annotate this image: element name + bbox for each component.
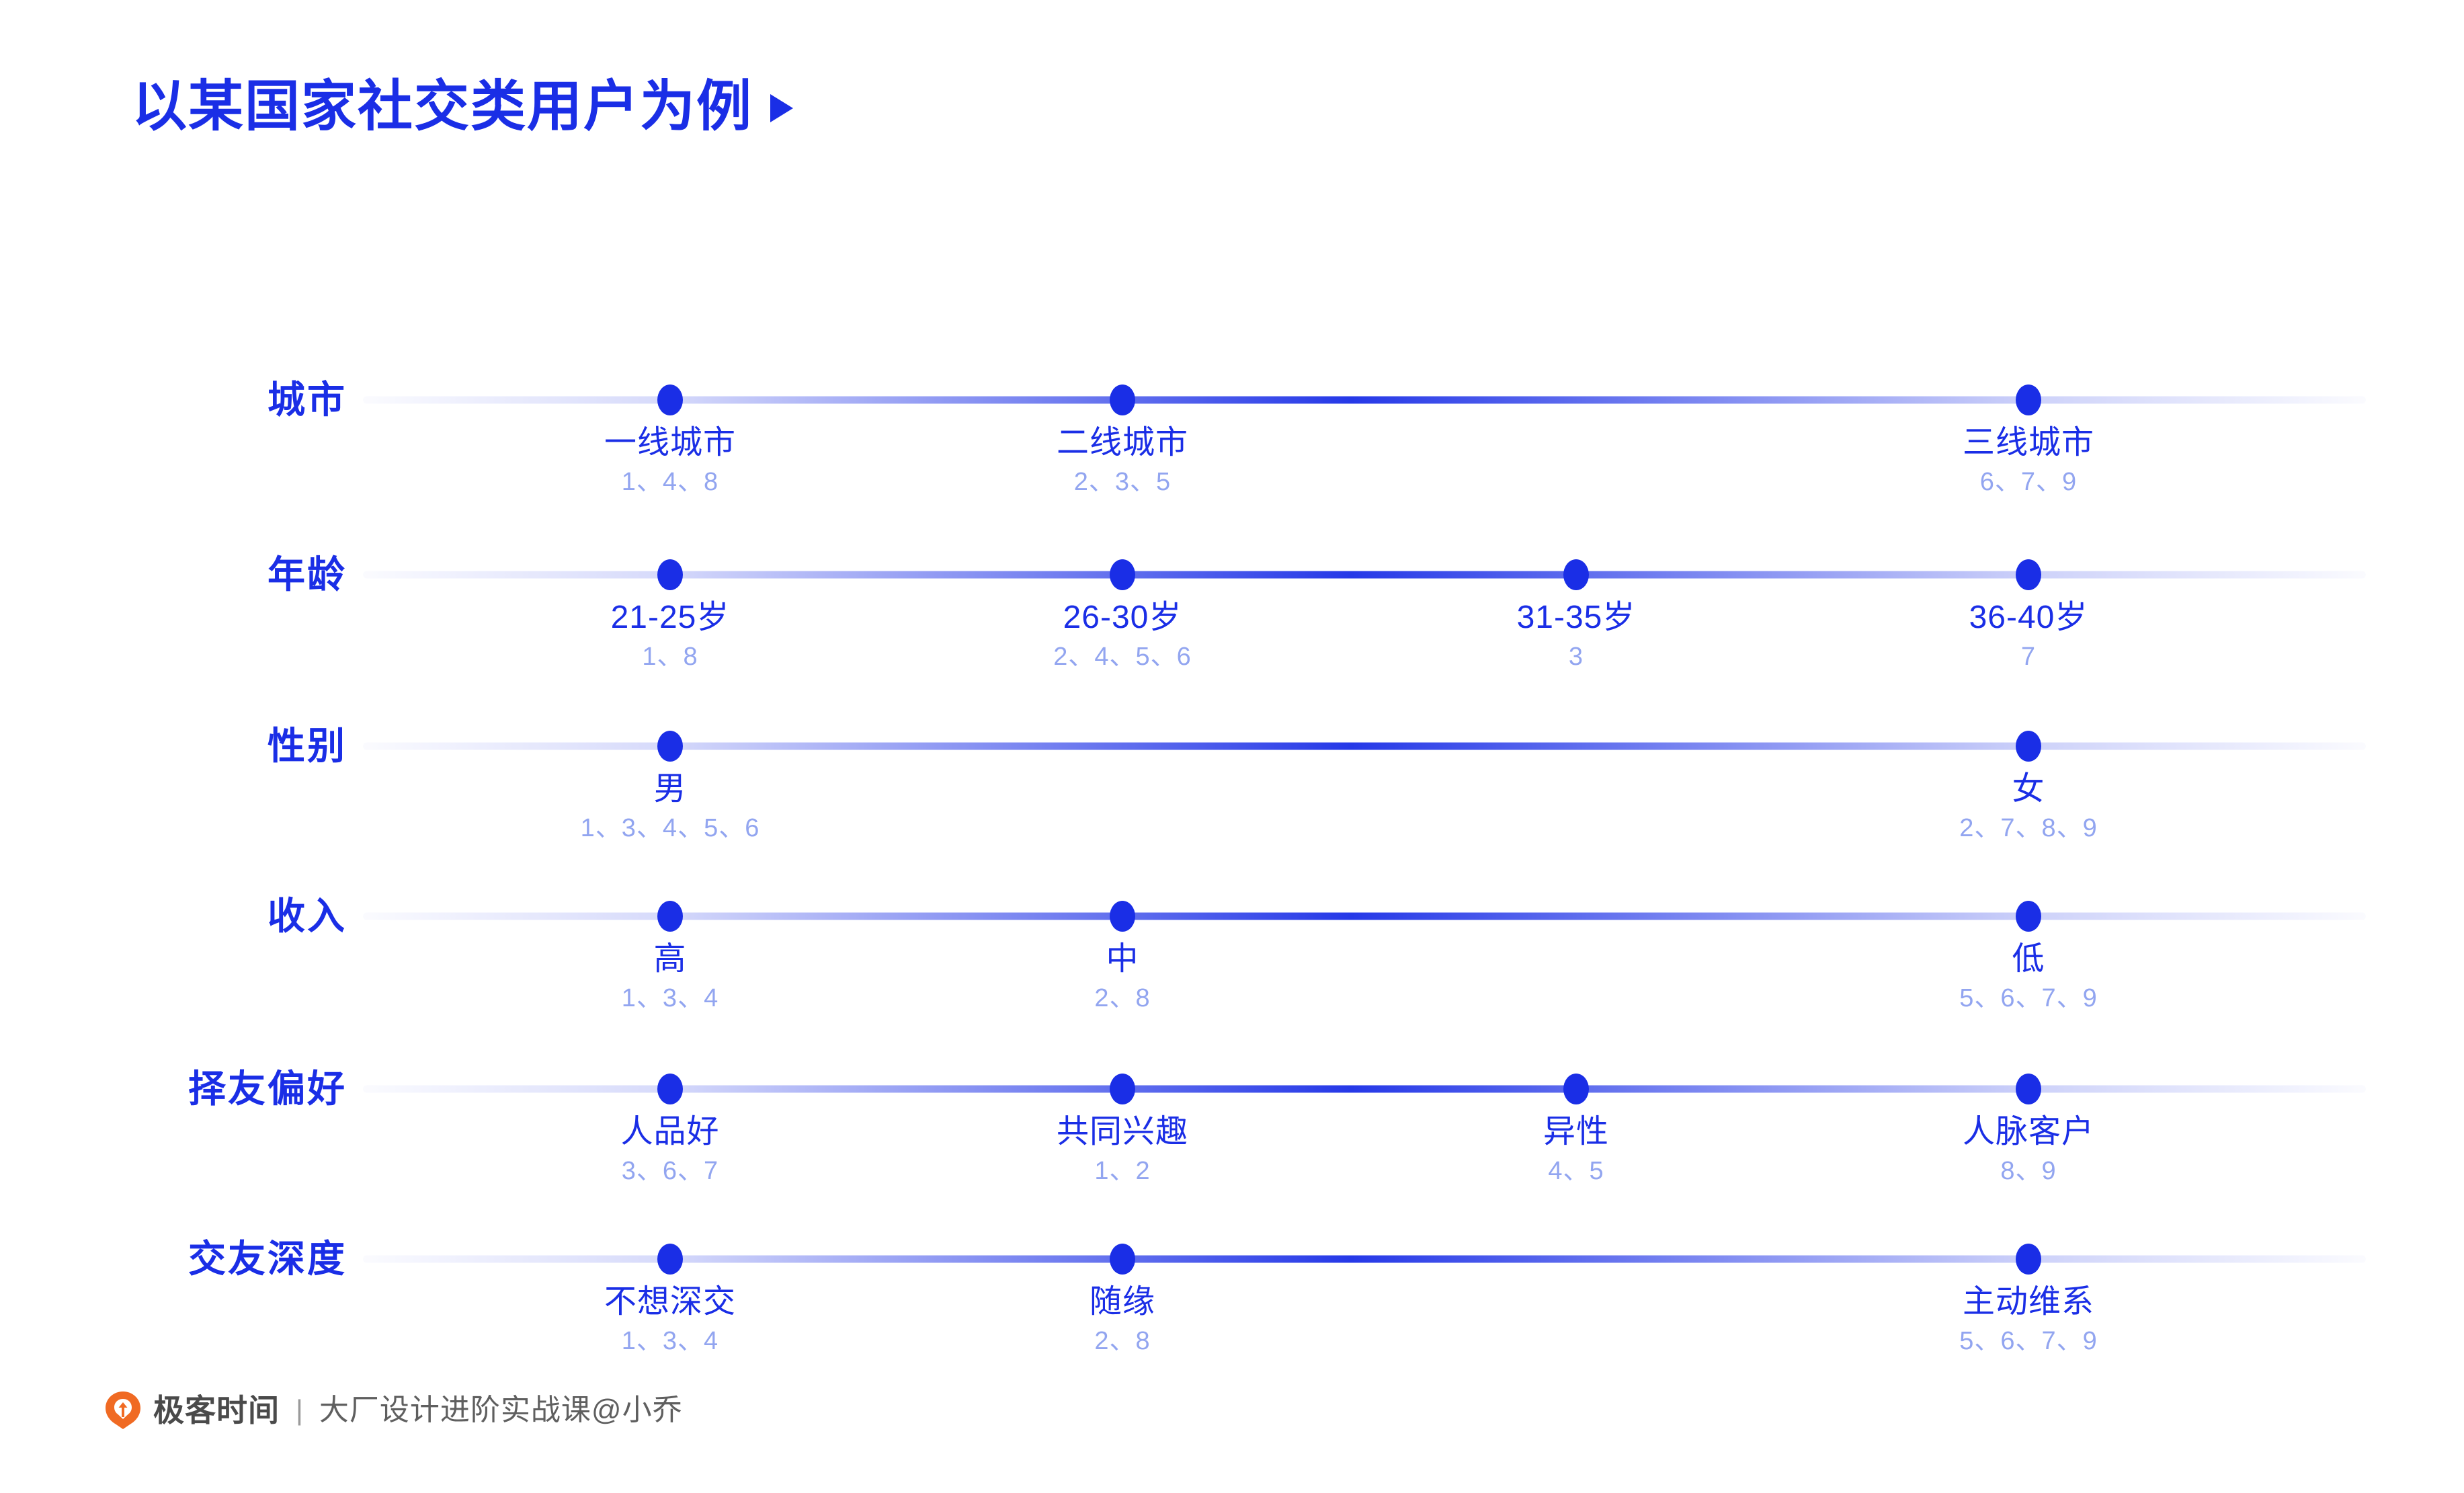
- tick-user-ids: 1、3、4、5、6: [580, 813, 760, 842]
- tick-label: 男: [653, 771, 687, 807]
- data-point-dot[interactable]: [1563, 1074, 1589, 1104]
- tick-group: 人脉客户 8、9: [1962, 1114, 2095, 1186]
- tick-label: 26-30岁: [1063, 600, 1182, 635]
- tick-user-ids: 1、8: [642, 642, 698, 671]
- row-label: 年龄: [268, 553, 347, 596]
- footer-brand: 极客时间: [153, 1393, 280, 1428]
- tick-user-ids: 2、7、8、9: [1959, 813, 2098, 842]
- axis-line: [363, 571, 2366, 579]
- row-label: 收入: [268, 895, 347, 937]
- data-point-dot[interactable]: [2016, 559, 2041, 590]
- tick-user-ids: 2、4、5、6: [1053, 642, 1192, 671]
- tick-label: 低: [2012, 941, 2045, 977]
- row-label: 择友偏好: [188, 1067, 347, 1110]
- tick-group: 二线城市 2、3、5: [1056, 425, 1189, 497]
- tick-label: 随缘: [1089, 1284, 1156, 1320]
- tick-label: 高: [653, 941, 687, 977]
- data-point-dot[interactable]: [1110, 901, 1135, 932]
- tick-label: 二线城市: [1056, 425, 1189, 460]
- data-point-dot[interactable]: [2016, 1074, 2041, 1104]
- tick-label: 不想深交: [604, 1284, 737, 1320]
- tick-label: 人品好: [620, 1114, 720, 1149]
- row-label: 交友深度: [188, 1238, 347, 1280]
- data-point-dot[interactable]: [2016, 1244, 2041, 1275]
- axis-line: [363, 1255, 2366, 1263]
- tick-group: 随缘 2、8: [1089, 1284, 1156, 1356]
- tick-label: 21-25岁: [610, 600, 730, 635]
- axis-line: [363, 1085, 2366, 1093]
- footer-course-name: 大厂设计进阶实战课@小乔: [319, 1394, 683, 1426]
- tick-group: 不想深交 1、3、4: [604, 1284, 737, 1356]
- tick-group: 31-35岁 3: [1517, 600, 1636, 672]
- row-label: 性别: [268, 725, 347, 767]
- geekbang-logo-icon: [102, 1389, 144, 1431]
- triangle-right-icon: [770, 94, 794, 122]
- tick-label: 主动维系: [1962, 1284, 2095, 1320]
- data-point-dot[interactable]: [657, 559, 683, 590]
- data-point-dot[interactable]: [1110, 385, 1135, 415]
- tick-user-ids: 1、2: [1094, 1156, 1151, 1185]
- tick-label: 36-40岁: [1969, 600, 2088, 635]
- tick-group: 女 2、7、8、9: [1959, 771, 2098, 843]
- tick-label: 中: [1106, 941, 1139, 977]
- tick-user-ids: 7: [2020, 642, 2037, 671]
- tick-user-ids: 2、3、5: [1073, 467, 1172, 496]
- tick-group: 低 5、6、7、9: [1959, 941, 2098, 1013]
- data-point-dot[interactable]: [2016, 385, 2041, 415]
- tick-group: 一线城市 1、4、8: [604, 425, 737, 497]
- data-point-dot[interactable]: [657, 385, 683, 415]
- tick-user-ids: 3: [1568, 642, 1584, 671]
- footer: 极客时间 | 大厂设计进阶实战课@小乔: [102, 1386, 683, 1435]
- tick-label: 异性: [1543, 1114, 1610, 1149]
- page-title: 以某国家社交类用户为例: [132, 76, 794, 137]
- tick-group: 26-30岁 2、4、5、6: [1053, 600, 1192, 672]
- data-point-dot[interactable]: [2016, 731, 2041, 762]
- tick-user-ids: 8、9: [2000, 1156, 2057, 1185]
- tick-user-ids: 3、6、7: [621, 1156, 719, 1185]
- tick-user-ids: 6、7、9: [1979, 467, 2078, 496]
- axis-line: [363, 396, 2366, 404]
- row-label: 城市: [268, 378, 347, 421]
- tick-label: 人脉客户: [1962, 1114, 2095, 1149]
- data-point-dot[interactable]: [2016, 901, 2041, 932]
- tick-user-ids: 4、5: [1548, 1156, 1604, 1185]
- tick-label: 三线城市: [1962, 425, 2095, 460]
- data-point-dot[interactable]: [1110, 559, 1135, 590]
- tick-group: 高 1、3、4: [621, 941, 719, 1013]
- tick-user-ids: 1、3、4: [621, 983, 719, 1012]
- tick-user-ids: 5、6、7、9: [1959, 983, 2098, 1012]
- tick-group: 中 2、8: [1094, 941, 1151, 1013]
- tick-group: 人品好 3、6、7: [620, 1114, 720, 1186]
- tick-user-ids: 1、4、8: [621, 467, 719, 496]
- data-point-dot[interactable]: [657, 1244, 683, 1275]
- tick-label: 共同兴趣: [1056, 1114, 1189, 1149]
- tick-label: 31-35岁: [1516, 600, 1636, 635]
- tick-group: 主动维系 5、6、7、9: [1959, 1284, 2098, 1356]
- tick-group: 36-40岁 7: [1969, 600, 2088, 672]
- tick-user-ids: 1、3、4: [621, 1326, 719, 1355]
- tick-group: 共同兴趣 1、2: [1056, 1114, 1189, 1186]
- axis-line: [363, 742, 2366, 750]
- data-point-dot[interactable]: [657, 901, 683, 932]
- axis-line: [363, 912, 2366, 920]
- tick-label: 一线城市: [604, 425, 737, 460]
- tick-user-ids: 2、8: [1094, 1326, 1151, 1355]
- tick-group: 三线城市 6、7、9: [1962, 425, 2095, 497]
- page-title-text: 以某国家社交类用户为例: [132, 76, 753, 137]
- tick-label: 女: [2012, 771, 2045, 807]
- tick-group: 男 1、3、4、5、6: [580, 771, 760, 843]
- tick-user-ids: 2、8: [1094, 983, 1151, 1012]
- data-point-dot[interactable]: [1563, 559, 1589, 590]
- data-point-dot[interactable]: [657, 731, 683, 762]
- footer-separator: |: [296, 1394, 303, 1426]
- data-point-dot[interactable]: [1110, 1244, 1135, 1275]
- tick-user-ids: 5、6、7、9: [1959, 1326, 2098, 1355]
- tick-group: 异性 4、5: [1543, 1114, 1610, 1186]
- tick-group: 21-25岁 1、8: [611, 600, 730, 672]
- data-point-dot[interactable]: [657, 1074, 683, 1104]
- data-point-dot[interactable]: [1110, 1074, 1135, 1104]
